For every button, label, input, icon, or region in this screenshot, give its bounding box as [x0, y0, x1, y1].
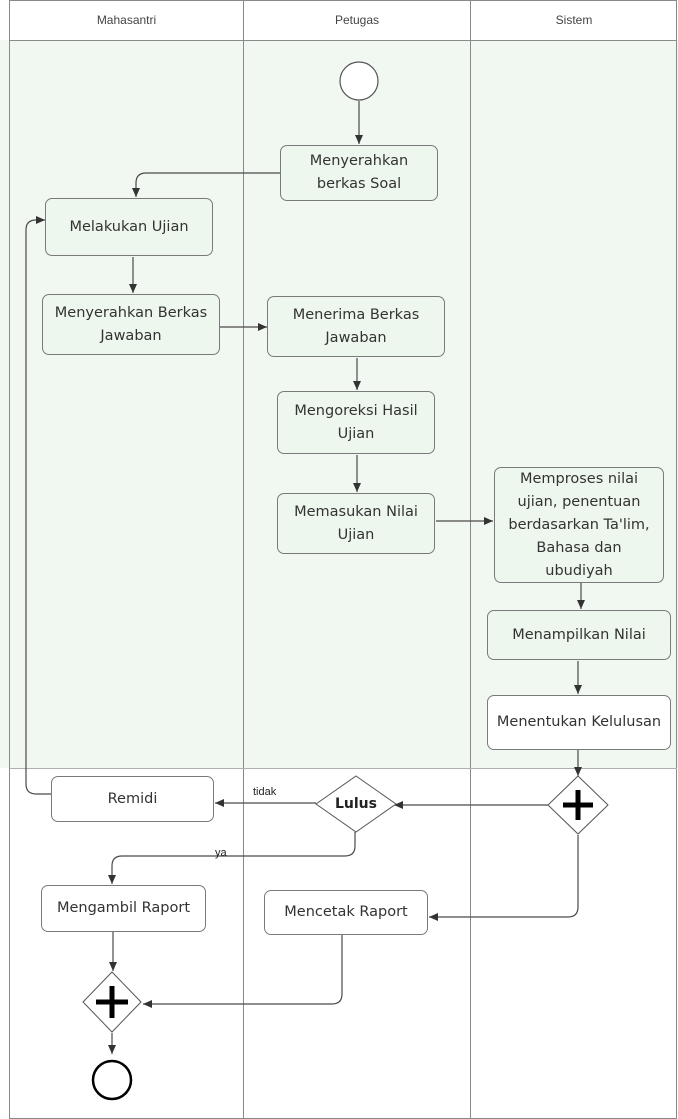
edge-cetak-to-join: [143, 935, 343, 1008]
edge-remidi-to-ujian: [25, 216, 51, 795]
join-gateway: [82, 971, 142, 1033]
decision-lulus-label: Lulus: [335, 796, 377, 812]
activity-remidi: Remidi: [51, 776, 214, 822]
edge-soal-to-ujian: [132, 172, 280, 197]
lane-title-mahasantri: Mahasantri: [96, 13, 157, 27]
edge-label-tidak: tidak: [253, 786, 277, 798]
decision-lulus-diamond: [315, 775, 397, 833]
activity-menyerahkan-jawaban: Menyerahkan Berkas Jawaban: [42, 294, 220, 355]
activity-menampilkan-nilai: Menampilkan Nilai: [487, 610, 671, 660]
activity-menerima-jawaban: Menerima Berkas Jawaban: [267, 296, 445, 357]
edge-lulus-to-raport: [108, 832, 356, 884]
lane-title-petugas: Petugas: [334, 13, 380, 27]
activity-menyerahkan-soal: Menyerahkan berkas Soal: [280, 145, 438, 201]
activity-menentukan-kelulusan: Menentukan Kelulusan: [487, 695, 671, 750]
activity-mengoreksi: Mengoreksi Hasil Ujian: [277, 391, 435, 454]
activity-memasukan-nilai: Memasukan Nilai Ujian: [277, 493, 435, 554]
activity-mengambil-raport: Mengambil Raport: [41, 885, 206, 932]
activity-mencetak-raport: Mencetak Raport: [264, 890, 428, 935]
lane-title-sistem: Sistem: [555, 13, 593, 27]
edge-fork-to-cetak: [429, 835, 579, 921]
edge-label-ya: ya: [215, 847, 227, 859]
activity-memproses: Memproses nilai ujian, penentuan berdasa…: [494, 467, 664, 583]
activity-melakukan-ujian: Melakukan Ujian: [45, 198, 213, 256]
fork-gateway: [547, 775, 609, 835]
start-node: [339, 61, 379, 101]
end-node: [91, 1059, 133, 1101]
